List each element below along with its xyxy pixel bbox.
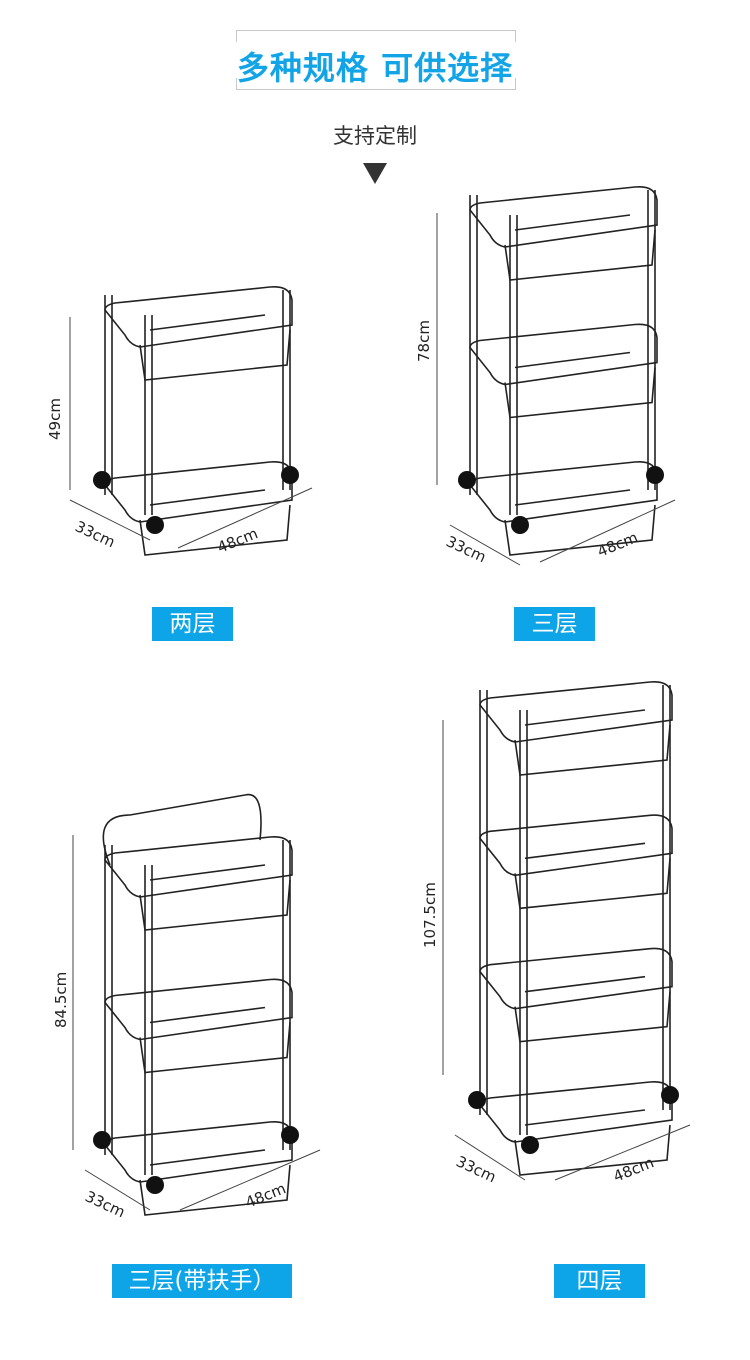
wheel-icon [93, 1131, 111, 1149]
basket-body [514, 858, 671, 910]
basket-body [514, 724, 671, 776]
height-label: 84.5cm [52, 972, 70, 1028]
basket-inner-edge [514, 489, 631, 506]
depth-label: 33cm [443, 532, 489, 566]
basket-inner-edge [524, 1109, 646, 1126]
wheel-icon [146, 1176, 164, 1194]
page-title: 多种规格 可供选择 [236, 49, 514, 87]
basket-rim [479, 1080, 673, 1143]
dimension-line [554, 1124, 691, 1181]
wheel-icon [646, 466, 664, 484]
basket-rim [104, 460, 293, 523]
basket-body [514, 1124, 671, 1176]
height-label: 49cm [46, 398, 64, 440]
variant-badge-three-tier[interactable]: 三层 [514, 607, 595, 641]
cart-three-tier: 78cm 33cm 48cm [415, 185, 676, 566]
wheel-icon [93, 471, 111, 489]
basket-inner-edge [514, 214, 631, 231]
dimension-line [454, 1134, 526, 1181]
dimension-line [69, 499, 151, 541]
handle [102, 793, 262, 866]
width-label: 48cm [611, 1153, 657, 1185]
height-label: 78cm [415, 320, 433, 362]
basket-inner-edge [514, 351, 631, 369]
wheel-icon [458, 471, 476, 489]
wheel-icon [281, 466, 299, 484]
cart-three-tier-handle: 84.5cm 33cm 48cm [52, 793, 321, 1221]
basket-inner-edge [149, 1006, 266, 1024]
height-label: 107.5cm [421, 882, 439, 948]
dimension-line [179, 1149, 321, 1211]
basket-inner-edge [149, 864, 266, 881]
dimension-line [449, 524, 521, 566]
basket-inner-edge [524, 709, 646, 726]
variant-badge-three-tier-handle[interactable]: 三层(带扶手） [112, 1264, 292, 1298]
depth-label: 33cm [72, 517, 118, 551]
wheel-icon [511, 516, 529, 534]
triangle-down-icon [363, 163, 387, 184]
basket-rim [104, 978, 293, 1041]
basket-rim [469, 185, 658, 248]
dimension-line [177, 487, 313, 549]
cart-two-tier: 49cm 33cm 48cm [46, 285, 313, 557]
variant-badge-four-tier[interactable]: 四层 [554, 1264, 645, 1298]
basket-rim [104, 1120, 293, 1183]
basket-inner-edge [149, 489, 266, 506]
wheel-icon [146, 516, 164, 534]
depth-label: 33cm [453, 1152, 499, 1186]
basket-body [139, 329, 291, 381]
basket-rim [479, 814, 673, 877]
basket-rim [104, 285, 293, 348]
wheel-icon [661, 1086, 679, 1104]
basket-body [139, 1022, 291, 1074]
basket-body [139, 504, 291, 556]
basket-body [504, 367, 656, 419]
basket-inner-edge [524, 842, 646, 860]
basket-body [504, 504, 656, 556]
basket-body [139, 879, 291, 931]
basket-rim [479, 680, 673, 743]
basket-rim [469, 323, 658, 386]
basket-inner-edge [149, 314, 266, 331]
basket-body [139, 1164, 291, 1216]
dimension-line [539, 499, 676, 563]
wheel-icon [521, 1136, 539, 1154]
title-frame-gap [222, 42, 528, 78]
basket-rim [104, 835, 293, 898]
wheel-icon [281, 1126, 299, 1144]
basket-rim [479, 947, 673, 1010]
basket-body [504, 229, 656, 281]
variant-badge-two-tier[interactable]: 两层 [152, 607, 233, 641]
basket-rim [469, 460, 658, 523]
subtitle: 支持定制 [333, 124, 417, 148]
basket-inner-edge [524, 975, 646, 993]
width-label: 48cm [215, 524, 261, 556]
cart-four-tier: 107.5cm 33cm 48cm [421, 680, 691, 1186]
wheel-icon [468, 1091, 486, 1109]
basket-body [514, 991, 671, 1043]
width-label: 48cm [243, 1179, 289, 1211]
basket-inner-edge [149, 1149, 266, 1166]
dimension-line [84, 1169, 151, 1211]
